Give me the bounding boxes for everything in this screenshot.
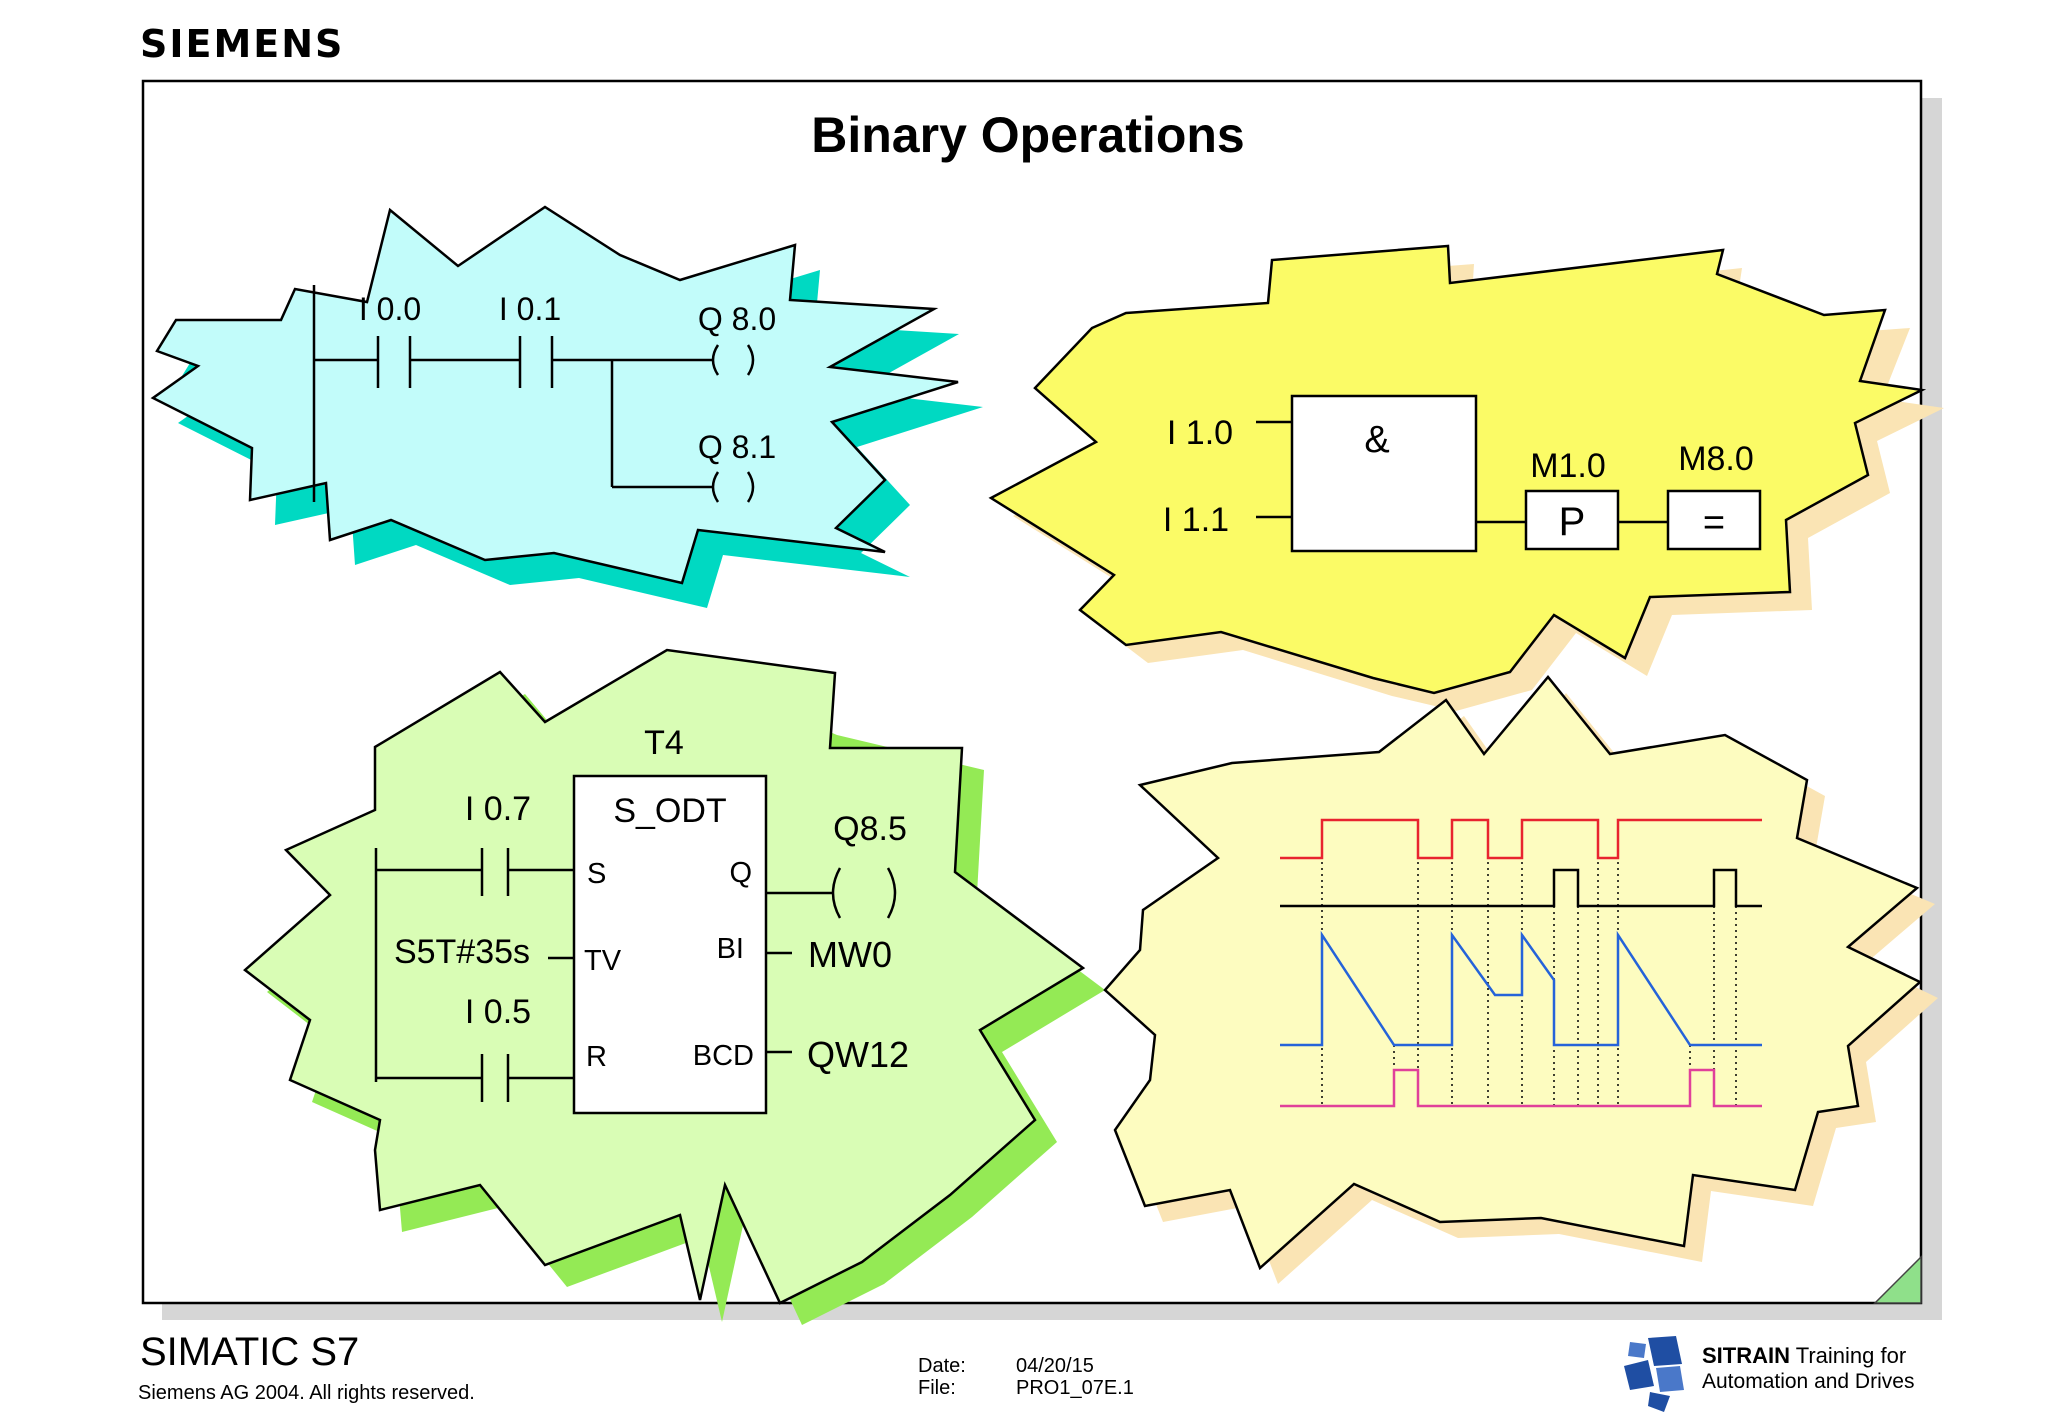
bcd-output-label: QW12 xyxy=(807,1034,909,1075)
time-value-label: S5T#35s xyxy=(394,933,530,971)
timing-burst-body xyxy=(1103,675,1923,1271)
file-value: PRO1_07E.1 xyxy=(1016,1377,1134,1399)
sitrain-title: SITRAIN Training for xyxy=(1702,1343,1906,1369)
timer-name: T4 xyxy=(644,724,684,762)
page-corner xyxy=(1873,1255,1922,1304)
sitrain-logo xyxy=(1624,1336,1684,1412)
sitrain-name: SITRAIN xyxy=(1702,1343,1790,1368)
edge-memory-label: M1.0 xyxy=(1530,447,1606,485)
ladder-burst-body xyxy=(150,205,959,585)
ladder-coil-label-2: Q 8.1 xyxy=(698,429,776,465)
file-label: File: xyxy=(918,1377,956,1399)
pin-bi: BI xyxy=(717,933,744,965)
bi-output-label: MW0 xyxy=(808,934,892,975)
set-contact-label: I 0.7 xyxy=(465,790,531,828)
pin-r: R xyxy=(586,1041,607,1073)
fbd-input-label-1: I 1.0 xyxy=(1167,414,1233,452)
edge-box-label: P xyxy=(1559,500,1586,544)
ladder-burst: I 0.0 I 0.1 Q 8.0 Q 8.1 xyxy=(150,205,983,608)
output-trace xyxy=(1280,1068,1762,1108)
reset-input-trace xyxy=(1280,868,1762,908)
pin-q: Q xyxy=(729,857,752,889)
set-input-trace xyxy=(1280,818,1762,860)
siemens-logo: SIEMENS xyxy=(140,22,345,66)
and-symbol: & xyxy=(1364,419,1389,461)
fbd-input-label-2: I 1.1 xyxy=(1163,501,1229,539)
fbd-burst: I 1.0 I 1.1 & M1.0 P M8.0 = xyxy=(988,244,1944,711)
date-value: 04/20/15 xyxy=(1016,1355,1094,1377)
timer-type: S_ODT xyxy=(613,792,726,830)
assign-box-label: = xyxy=(1703,502,1725,544)
ladder-contact-label-1: I 0.0 xyxy=(359,291,421,327)
sitrain-tagline-2: Automation and Drives xyxy=(1702,1370,1915,1393)
ladder-coil-label-1: Q 8.0 xyxy=(698,301,776,337)
pin-s: S xyxy=(587,858,606,890)
timing-burst xyxy=(1103,675,1938,1284)
ladder-contact-label-2: I 0.1 xyxy=(499,291,561,327)
pin-bcd: BCD xyxy=(693,1040,754,1072)
timing-traces xyxy=(1280,818,1762,1108)
output-address-label: M8.0 xyxy=(1678,440,1754,478)
timer-burst: T4 S_ODT I 0.7 I 0.5 S5T#35s S TV R Q BI… xyxy=(243,648,1105,1325)
date-label: Date: xyxy=(918,1355,966,1377)
timer-value-trace xyxy=(1280,930,1762,1047)
ladder-wiring xyxy=(312,285,755,503)
timer-wiring xyxy=(374,774,897,1115)
copyright-notice: Siemens AG 2004. All rights reserved. xyxy=(138,1382,475,1404)
sitrain-tagline-1: Training for xyxy=(1795,1343,1907,1368)
slide-title: Binary Operations xyxy=(811,107,1244,163)
reset-contact-label: I 0.5 xyxy=(465,993,531,1031)
product-name: SIMATIC S7 xyxy=(140,1330,360,1374)
q-output-label: Q8.5 xyxy=(833,810,907,848)
pin-tv: TV xyxy=(584,945,622,977)
fbd-wiring xyxy=(1256,394,1762,553)
